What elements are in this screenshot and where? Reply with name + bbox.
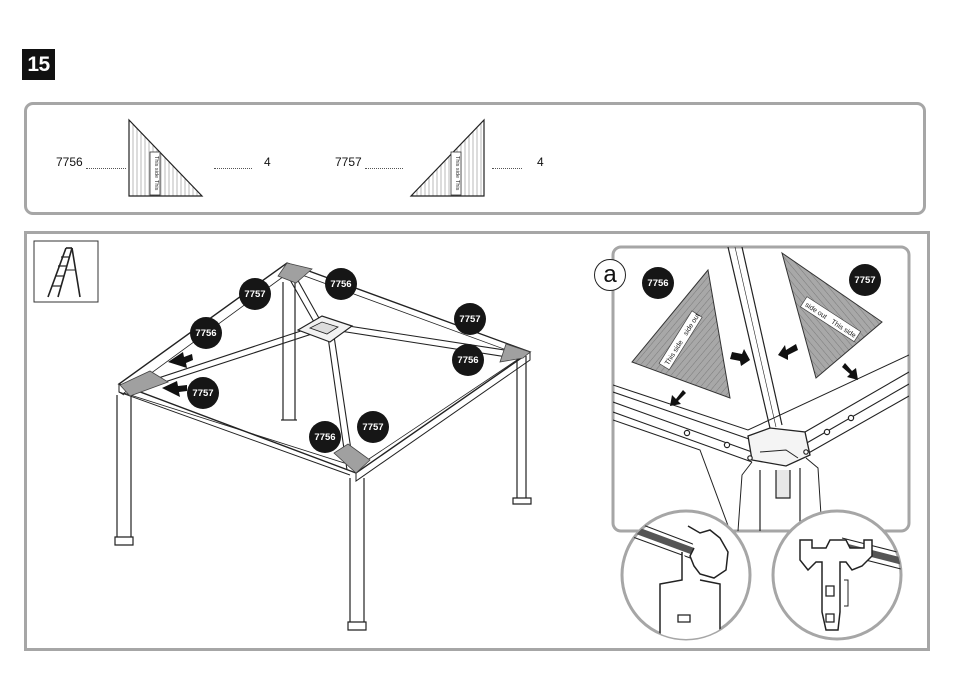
callout-7757: 7757 [454,303,486,335]
detail-view-a: This side side out side out This side [611,245,911,533]
arrow-icon [670,344,858,406]
callout-7757: 7757 [357,411,389,443]
ladder-icon [33,240,99,303]
panel-7757-label: This side [454,156,460,178]
svg-text:This: This [153,180,159,191]
zoom-detail-left [620,509,752,641]
callout-7757: 7757 [187,377,219,409]
panel-7756-label: This side [153,156,159,178]
callout-7756: 7756 [452,344,484,376]
part-number-7757: 7757 [335,155,362,169]
step-number: 15 [22,49,55,80]
part-number-7756: 7756 [56,155,83,169]
callout-7757: 7757 [239,278,271,310]
arrow-icon [162,352,193,397]
svg-text:This: This [454,180,460,191]
gazebo-corner-panels [119,262,531,474]
detail-letter: a [594,259,626,291]
callout-7756: 7756 [325,268,357,300]
leader-dots [365,168,403,169]
detail-callout-7756: 7756 [642,267,674,299]
panel-7756-drawing: This side This [128,118,204,197]
panel-7757-drawing: This side This [409,118,485,197]
callout-7756: 7756 [309,421,341,453]
callout-7756: 7756 [190,317,222,349]
zoom-detail-right [771,509,903,641]
leader-dots [86,168,126,169]
part-qty-7757: 4 [537,155,544,169]
leader-dots [492,168,522,169]
part-qty-7756: 4 [264,155,271,169]
detail-callout-7757: 7757 [849,264,881,296]
leader-dots [214,168,252,169]
